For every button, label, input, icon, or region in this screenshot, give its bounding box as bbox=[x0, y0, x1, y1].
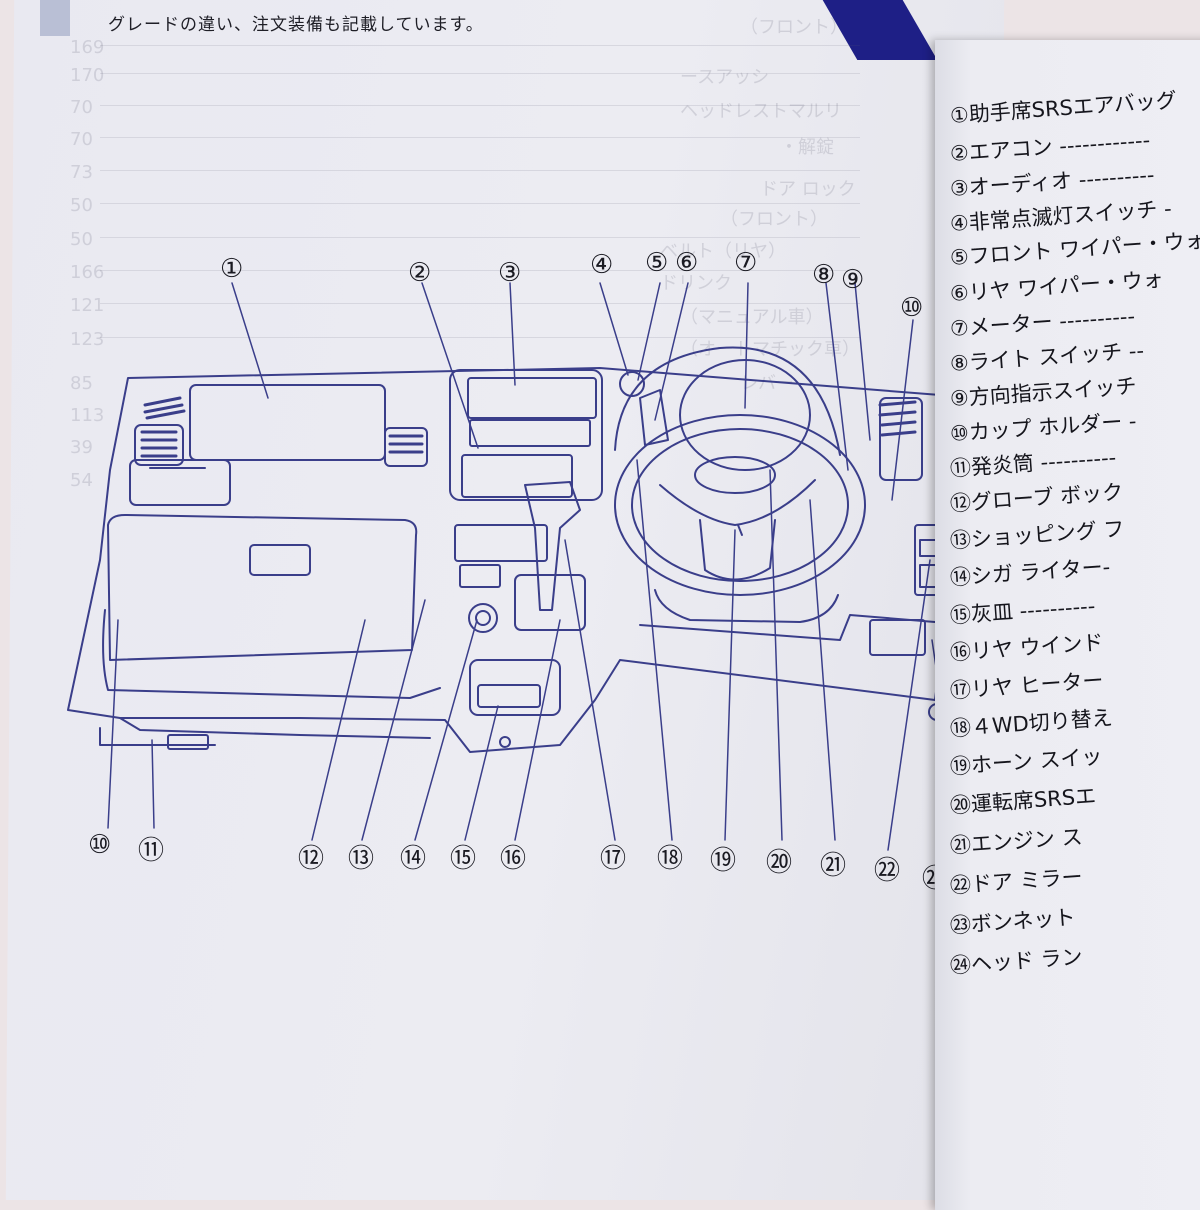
callout-14: ⑭ bbox=[400, 844, 427, 874]
callout-1: ① bbox=[220, 254, 244, 284]
callout-3: ③ bbox=[498, 258, 522, 288]
cup-holder-left bbox=[129, 459, 231, 506]
callout-19: ⑲ bbox=[710, 846, 737, 876]
callout-10-top: ⑩ bbox=[900, 293, 924, 323]
callout-8: ⑧ bbox=[812, 260, 836, 290]
callout-11: ⑪ bbox=[138, 836, 165, 866]
callout-21: ㉑ bbox=[820, 851, 847, 881]
callout-13: ⑬ bbox=[348, 844, 375, 874]
vent-left bbox=[134, 424, 184, 466]
callout-17: ⑰ bbox=[600, 844, 627, 874]
callout-16: ⑯ bbox=[500, 844, 527, 874]
shift-lever bbox=[524, 481, 581, 611]
steering-wheel bbox=[614, 414, 866, 596]
callout-6: ⑥ bbox=[675, 248, 699, 278]
meter-hood bbox=[614, 346, 841, 456]
callout-2: ② bbox=[408, 258, 432, 288]
vent-center bbox=[384, 427, 428, 467]
callout-12: ⑫ bbox=[298, 844, 325, 874]
intro-text: グレードの違い、注文装備も記載しています。 bbox=[108, 15, 484, 35]
callout-15: ⑮ bbox=[450, 844, 477, 874]
dashboard-diagram bbox=[67, 282, 967, 871]
cigar-lighter bbox=[468, 603, 498, 633]
steering-column bbox=[654, 589, 839, 623]
callout-5: ⑤ bbox=[645, 248, 669, 278]
right-page bbox=[935, 40, 1200, 1210]
callout-4: ④ bbox=[590, 250, 614, 280]
callout-20: ⑳ bbox=[766, 848, 793, 878]
vent-right bbox=[878, 400, 917, 437]
callout-9: ⑨ bbox=[841, 265, 865, 295]
passenger-airbag-panel bbox=[189, 384, 386, 461]
fusee bbox=[167, 734, 209, 750]
callout-18: ⑱ bbox=[657, 844, 684, 874]
section-tab bbox=[40, 0, 70, 36]
audio-unit bbox=[449, 369, 603, 501]
callout-22: ㉒ bbox=[874, 856, 901, 886]
meter bbox=[679, 359, 811, 471]
callout-7: ⑦ bbox=[734, 248, 758, 278]
glove-box-handle bbox=[249, 544, 311, 576]
ashtray bbox=[469, 659, 561, 716]
vent-top-left bbox=[143, 396, 186, 420]
hazard-switch bbox=[619, 371, 645, 397]
glove-box bbox=[107, 514, 418, 661]
callout-10: ⑩ bbox=[88, 830, 112, 860]
